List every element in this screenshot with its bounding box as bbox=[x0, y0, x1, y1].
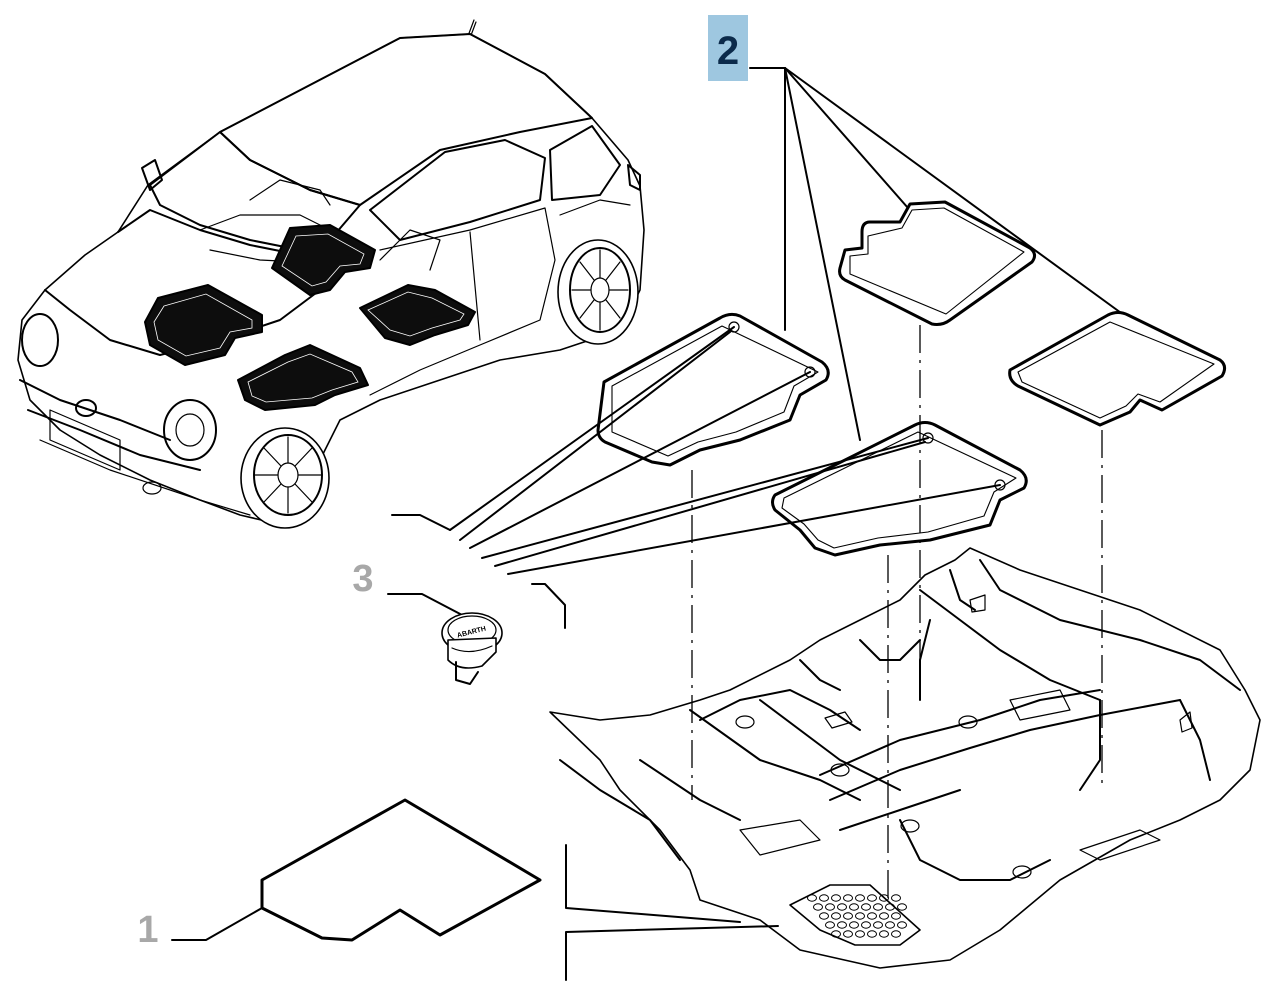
heel-pad-dot bbox=[843, 912, 853, 920]
heel-pad-dot bbox=[855, 894, 865, 902]
clip-leaders bbox=[391, 326, 1001, 629]
heel-pad-dot bbox=[867, 930, 877, 938]
heel-pad-dot bbox=[885, 921, 895, 929]
heel-pad-dot bbox=[825, 921, 835, 929]
heel-pad-dot bbox=[843, 930, 853, 938]
floor-mat-front-left bbox=[596, 312, 830, 467]
callout-2[interactable]: 2 bbox=[708, 15, 748, 81]
callout-1-label: 1 bbox=[137, 909, 158, 951]
floor-mat-rear-left bbox=[838, 200, 1037, 326]
floor-carpet bbox=[549, 547, 1261, 969]
clip-part: ABARTH bbox=[441, 612, 503, 685]
heel-pad-dot bbox=[807, 894, 817, 902]
callout-2-leaders bbox=[749, 67, 1129, 441]
heel-pad-dot bbox=[813, 903, 823, 911]
callout-1[interactable]: 1 bbox=[137, 909, 158, 951]
rear-wheel bbox=[557, 239, 639, 345]
heel-pad-dot bbox=[873, 921, 883, 929]
heel-pad-dot bbox=[843, 894, 853, 902]
heel-pad-dot bbox=[891, 912, 901, 920]
car-floor-mats bbox=[144, 224, 476, 411]
floor-mat-front-right bbox=[771, 421, 1028, 557]
heel-pad-dot bbox=[849, 921, 859, 929]
car-illustration bbox=[17, 19, 645, 529]
heel-pad-dot bbox=[861, 921, 871, 929]
heel-pad-dot bbox=[831, 930, 841, 938]
callout-3-label: 3 bbox=[352, 558, 373, 600]
heel-pad-dot bbox=[831, 894, 841, 902]
heel-pad-dot bbox=[819, 912, 829, 920]
heel-pad-dot bbox=[855, 912, 865, 920]
part-1-outline bbox=[260, 798, 542, 942]
heel-pad-dot bbox=[873, 903, 883, 911]
heel-pad-dot bbox=[879, 930, 889, 938]
heel-pad-dot bbox=[819, 894, 829, 902]
floor-mat-rear-right bbox=[1008, 311, 1227, 427]
heel-pad-dot bbox=[879, 912, 889, 920]
heel-pad-dot bbox=[837, 903, 847, 911]
heel-pad-dot bbox=[855, 930, 865, 938]
callout-1-leader bbox=[171, 907, 263, 941]
heel-pad-dot bbox=[891, 930, 901, 938]
carpet-leaders bbox=[565, 844, 779, 981]
heel-pad-dot bbox=[837, 921, 847, 929]
heel-pad-dot bbox=[867, 912, 877, 920]
front-wheel bbox=[240, 427, 330, 529]
heel-pad-dot bbox=[885, 903, 895, 911]
heel-pad-dot bbox=[861, 903, 871, 911]
assembly-lines bbox=[691, 325, 1103, 900]
heel-pad-dot bbox=[897, 921, 907, 929]
callout-3-leader bbox=[387, 593, 465, 617]
callout-2-label: 2 bbox=[717, 29, 739, 73]
callout-2-highlight bbox=[708, 15, 748, 81]
heel-pad-dot bbox=[831, 912, 841, 920]
heel-pad-dot bbox=[891, 894, 901, 902]
heel-pad-dot bbox=[867, 894, 877, 902]
heel-pad-dot bbox=[849, 903, 859, 911]
heel-pad-dot bbox=[825, 903, 835, 911]
heel-pad-dot bbox=[897, 903, 907, 911]
heel-pad bbox=[789, 884, 921, 946]
callout-3[interactable]: 3 bbox=[352, 558, 373, 600]
